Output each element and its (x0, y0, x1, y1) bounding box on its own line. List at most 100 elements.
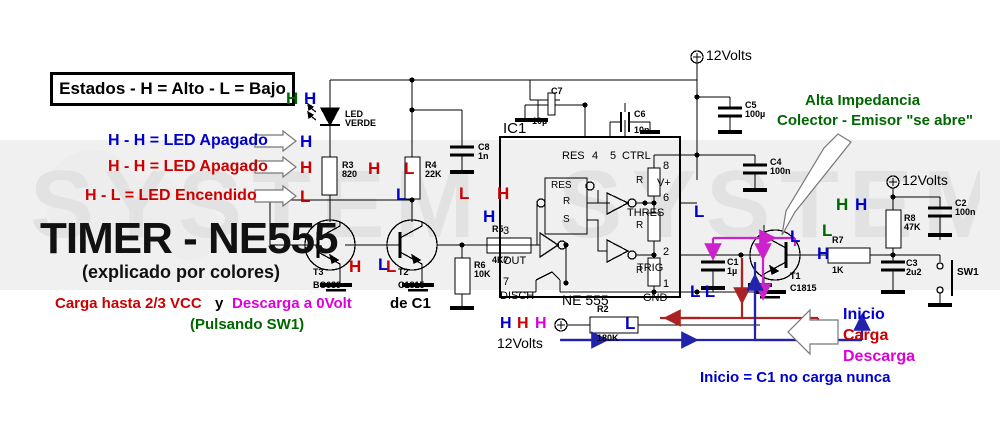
supply-bottom-label: 12Volts (497, 335, 543, 351)
comp-c8: C8 1n (478, 142, 490, 162)
comp-t2: T2 (398, 267, 409, 277)
comp-c6: C6 (634, 109, 646, 119)
note-carga: Carga hasta 2/3 VCC (55, 295, 202, 312)
ic-pin-2-num: 2 (663, 246, 670, 258)
comp-r2: R2 (597, 304, 609, 314)
comp-t2v: C1815 (398, 280, 425, 290)
ic-pin-6-num: 6 (663, 192, 670, 204)
ic-pin-vplus: V+ (657, 177, 671, 189)
comp-c2: C2 100n (955, 198, 976, 218)
comp-c6v: 10n (634, 125, 650, 135)
ic-divider-r2: R (636, 220, 644, 231)
ic-pin-trig: TRIG (637, 262, 664, 274)
node-h-r8-blue: H (855, 195, 868, 214)
ic-divider-r3: R (636, 265, 644, 276)
note-descarga-2: Descarga (843, 348, 916, 365)
ic-pin-thres: THRES (627, 207, 665, 219)
ic-pin-7-num: 7 (503, 276, 510, 288)
node-l-t2-blue: L (378, 255, 389, 274)
comp-r2v: 180K (597, 333, 619, 343)
comp-r5v: 4K7 (492, 255, 509, 265)
state-line-2: H - H = LED Apagado (108, 158, 268, 175)
comp-r4: R4 22K (425, 160, 442, 180)
legend-arrow-3 (254, 184, 297, 208)
ic-pin-out: OUT (503, 255, 527, 267)
comp-r6: R6 10K (474, 260, 491, 280)
node-l-t3-red: L (386, 257, 397, 276)
state-arrow-label-1: H (300, 132, 313, 151)
ic-pin-ctrl-name: CTRL (622, 150, 651, 162)
inicio-arrow (787, 308, 839, 356)
page-subtitle: (explicado por colores) (82, 262, 281, 282)
state-line-3: H - L = LED Encendido (85, 187, 257, 204)
comp-c5: C5 100µ (745, 100, 766, 120)
node-l-r5-red: L (459, 184, 470, 203)
comp-c7: C7 (551, 86, 563, 96)
note-pulsando: (Pulsando SW1) (190, 316, 305, 333)
note-alta-impedancia-line1: Alta Impedancia (805, 92, 921, 109)
note-de-c1: de C1 (390, 295, 431, 312)
ic-ff-res: RES (551, 180, 572, 191)
ic-divider-r1: R (636, 175, 644, 186)
ic-pin-4-num: 4 (592, 150, 599, 162)
node-l-t1-green: L (822, 221, 833, 240)
supply-right-label: 12Volts (902, 172, 948, 188)
comp-c3: C3 2u2 (906, 258, 922, 278)
alta-impedancia-pointer (781, 133, 852, 236)
comp-r8: R8 47K (904, 213, 921, 233)
ic-pin-1-num: 1 (663, 278, 670, 290)
note-carga-2: Carga (843, 327, 889, 344)
node-l-c1-blue: L (694, 202, 705, 221)
note-y: y (215, 295, 224, 312)
comp-led: LED VERDE (345, 109, 377, 129)
note-inicio: Inicio (843, 306, 885, 323)
ic-pin-res-name: RES (562, 150, 585, 162)
comp-t3v: BC639 (313, 280, 342, 290)
estados-box: Estados - H = Alto - L = Bajo (50, 72, 295, 106)
ic-pin-3-num: 3 (503, 225, 510, 237)
bottom-state-h3: H (535, 315, 547, 332)
comp-c1: C1 1µ (727, 257, 739, 277)
ic-pin-disch: DISCH (500, 290, 535, 302)
comp-r7v: 1K (832, 265, 844, 275)
bottom-state-h2: H (517, 315, 529, 332)
comp-c7v: 10µ (532, 116, 548, 126)
note-alta-impedancia-line2: Colector - Emisor "se abre" (777, 112, 973, 129)
ic-ff-s: S (563, 214, 570, 225)
node-h-r4-red: H (368, 159, 381, 178)
node-l-r2-blue: L (625, 314, 636, 333)
comp-sw1: SW1 (957, 267, 979, 278)
state-arrow-label-2: H (300, 158, 313, 177)
ic-ff-r: R (563, 196, 571, 207)
node-h-r8-green: H (836, 195, 849, 214)
ic-pin-8-num: 8 (663, 160, 670, 172)
note-descarga: Descarga a 0Volt (232, 295, 352, 312)
comp-r7: R7 (832, 235, 844, 245)
comp-t3: T3 (313, 267, 324, 277)
bottom-state-h1: H (500, 315, 512, 332)
node-h-green-top: H (286, 89, 299, 108)
node-l-t1-blue: L (790, 227, 801, 246)
node-l-r4-red: L (404, 159, 415, 178)
supply-top-label: 12Volts (706, 47, 752, 63)
node-h-r5-blue: H (483, 207, 496, 226)
comp-t1: T1 (790, 271, 801, 281)
node-ll-gnd-blue: L L (690, 282, 716, 301)
note-inicio-c1: Inicio = C1 no carga nunca (700, 369, 891, 386)
comp-t1v: C1815 (790, 283, 817, 293)
state-line-1: H - H = LED Apagado (108, 132, 268, 149)
legend-arrow-1 (254, 129, 297, 153)
ic-name: NE 555 (562, 292, 609, 308)
node-h-t3-red: H (349, 257, 362, 276)
legend-arrow-2 (254, 155, 297, 179)
node-l-r4-blue: L (396, 185, 407, 204)
node-h-blue-top: H (304, 89, 317, 108)
comp-c4: C4 100n (770, 157, 791, 177)
state-arrow-label-3: L (300, 187, 311, 206)
page-title: TIMER - NE555 (40, 214, 339, 263)
ic-pin-gnd: GND (643, 292, 668, 304)
comp-r3: R3 820 (342, 160, 358, 180)
ic-ref: IC1 (503, 120, 527, 137)
